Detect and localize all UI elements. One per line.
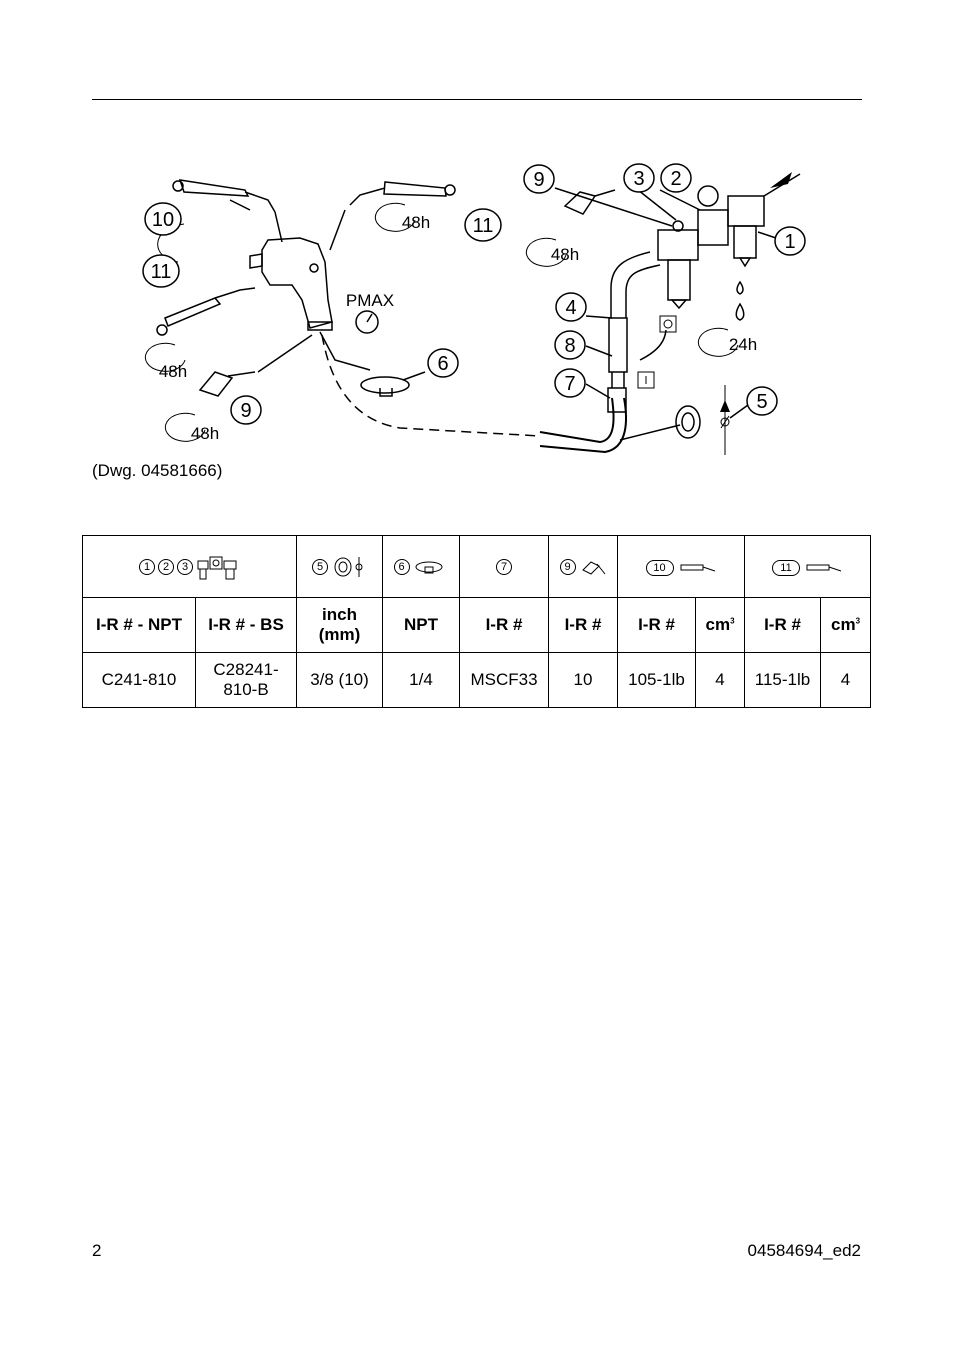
- symbol-6: 6: [382, 535, 460, 598]
- header-ir-9: I-R #: [548, 597, 618, 653]
- cell-inch-mm: 3/8 (10): [296, 652, 383, 708]
- symbol-11: 11: [744, 535, 871, 598]
- callout-9-left: 9: [240, 400, 251, 422]
- callout-1: 1: [784, 231, 795, 253]
- callout-3: 3: [633, 168, 644, 190]
- symbol-9: 9: [548, 535, 618, 598]
- grease-gun-icon: [806, 564, 842, 572]
- plug-icon: [415, 561, 442, 573]
- cell-ir-11: 115-1lb: [744, 652, 821, 708]
- callout-6: 6: [437, 353, 448, 375]
- symbol-7: 7: [459, 535, 549, 598]
- interval-48h-1: 48h: [402, 213, 430, 232]
- callout-11-right: 11: [473, 215, 494, 237]
- header-ir-7: I-R #: [459, 597, 549, 653]
- oil-can-icon: [581, 561, 605, 575]
- cell-npt: 1/4: [382, 652, 460, 708]
- header-rule: [92, 99, 862, 100]
- header-ir-bs: I-R # - BS: [195, 597, 297, 653]
- header-ir-11: I-R #: [744, 597, 821, 653]
- cell-ir-10: 105-1lb: [617, 652, 696, 708]
- header-cm3-11: cm3: [820, 597, 871, 653]
- cell-cm3-11: 4: [820, 652, 871, 708]
- callout-5: 5: [756, 391, 767, 413]
- hose-diameter-icon: [334, 556, 363, 577]
- lubrication-diagram: 10 11 11 9 3 2 1 4 8 7 5 6 9 48h 48h 48h…: [142, 163, 806, 455]
- callout-2: 2: [670, 168, 681, 190]
- frl-unit: [657, 173, 801, 310]
- drawing-caption: (Dwg. 04581666): [92, 461, 223, 480]
- header-npt: NPT: [382, 597, 460, 653]
- document-id: 04584694_ed2: [747, 1241, 861, 1260]
- cell-ir-9: 10: [548, 652, 618, 708]
- cell-ir-7: MSCF33: [459, 652, 549, 708]
- header-ir-10: I-R #: [617, 597, 696, 653]
- symbol-5: 5: [296, 535, 383, 598]
- callout-7: 7: [564, 373, 575, 395]
- callout-9-right: 9: [533, 169, 544, 191]
- interval-48h-3: 48h: [159, 362, 187, 381]
- callout-10: 10: [152, 209, 174, 231]
- callout-8: 8: [564, 335, 575, 357]
- callout-11-left: 11: [151, 261, 172, 283]
- header-cm3-10: cm3: [695, 597, 745, 653]
- page-number: 2: [92, 1241, 102, 1260]
- callout-4: 4: [565, 297, 576, 319]
- table-row: C241-810 C28241-810-B 3/8 (10) 1/4 MSCF3…: [82, 652, 871, 708]
- frl-icon: [197, 556, 237, 579]
- grease-gun-icon: [680, 564, 715, 572]
- header-inch-mm: inch(mm): [296, 597, 383, 653]
- cell-cm3-10: 4: [695, 652, 745, 708]
- interval-48h-2: 48h: [551, 245, 579, 264]
- grease-gun-10: [172, 179, 276, 213]
- interval-24h: 24h: [729, 335, 757, 354]
- pmax-label: PMAX: [346, 291, 394, 310]
- grease-gun-11-right: [349, 181, 456, 206]
- interval-48h-4: 48h: [191, 424, 219, 443]
- symbol-10: 10: [617, 535, 745, 598]
- impact-wrench: [249, 237, 333, 331]
- header-ir-npt: I-R # - NPT: [82, 597, 196, 653]
- cell-ir-npt: C241-810: [82, 652, 196, 708]
- cell-ir-bs: C28241-810-B: [195, 652, 297, 708]
- grease-gun-11-left: [156, 287, 256, 336]
